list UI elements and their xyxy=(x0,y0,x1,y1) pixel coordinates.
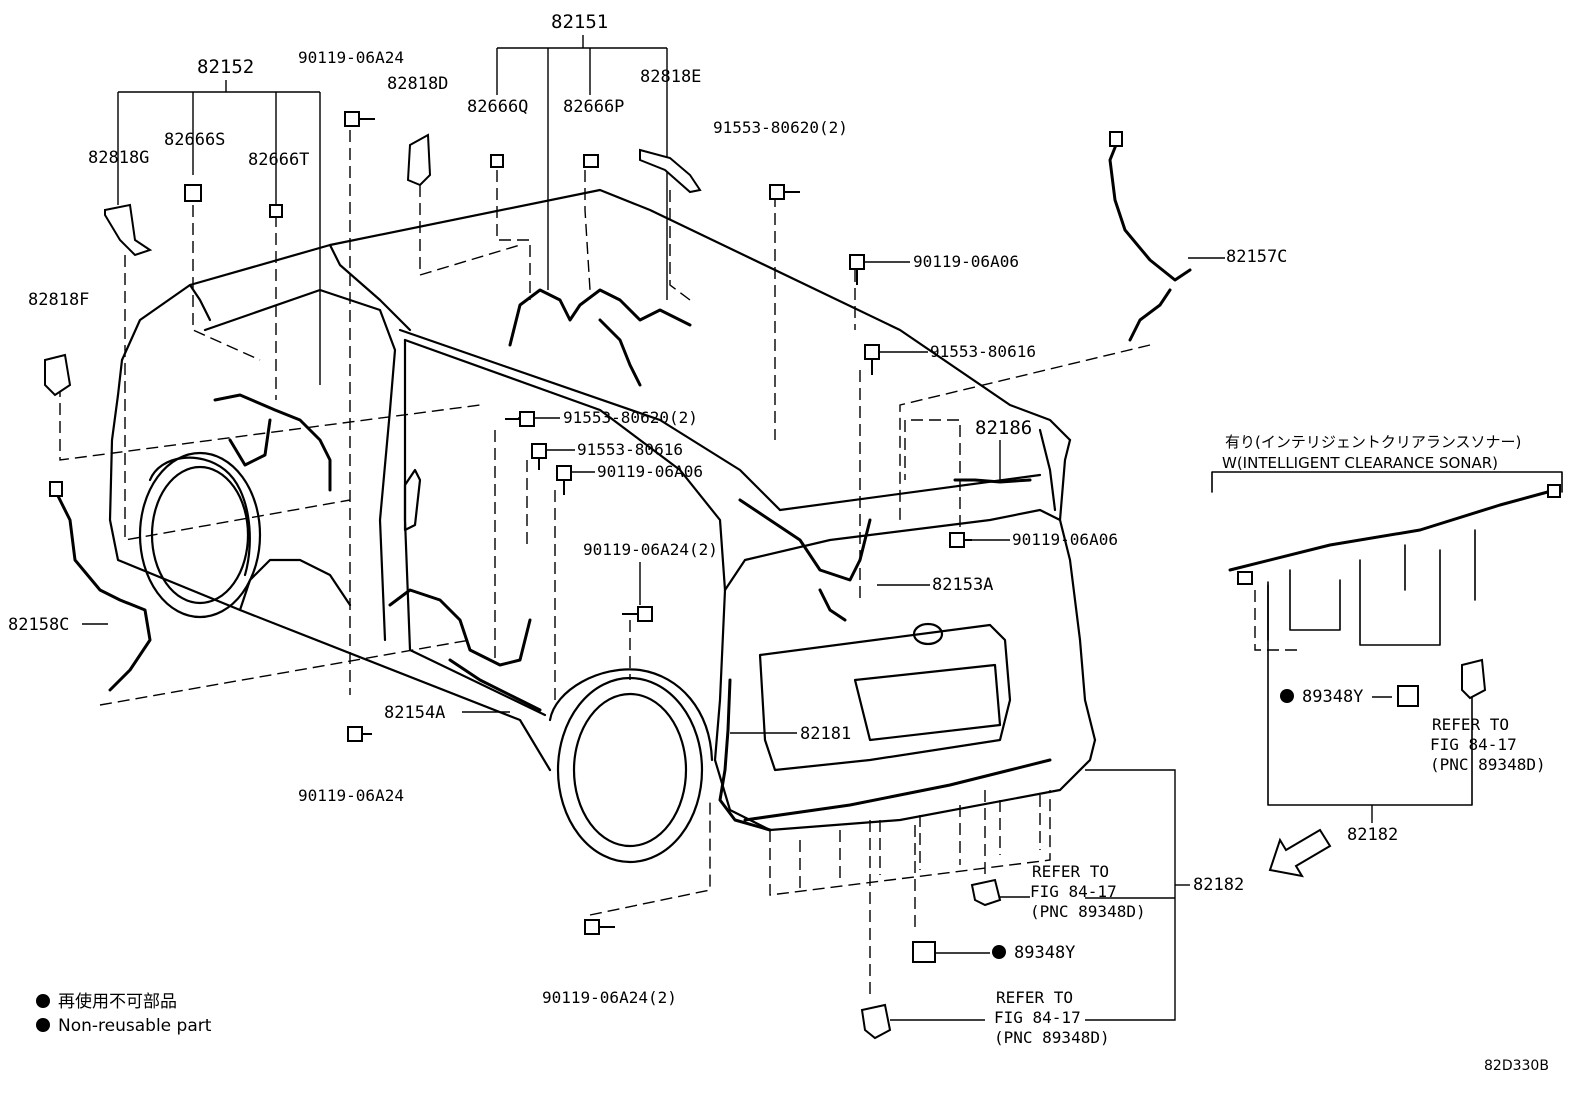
clip-82666T xyxy=(269,204,283,218)
part-82818F-label: 82818F xyxy=(28,290,90,310)
bolt-90119-06A24-mid xyxy=(622,606,653,622)
sensor-89348D-main-lower xyxy=(860,1003,892,1040)
bracket-82818F xyxy=(44,353,72,397)
part-82158C-label: 82158C xyxy=(8,615,70,635)
part-82157C-label: 82157C xyxy=(1226,247,1288,267)
inset-title-jp: 有り(インテリジェントクリアランスソナー) xyxy=(1225,433,1522,451)
part-82818G-label: 82818G xyxy=(88,148,150,168)
non-reusable-dot-icon xyxy=(36,1018,50,1032)
connector-82158C-top xyxy=(49,481,63,497)
bracket-82818E xyxy=(639,148,702,194)
bolt-90119-06A24-bottom xyxy=(347,726,372,742)
inset-box-outline xyxy=(1211,471,1563,806)
bracket-82818G xyxy=(104,203,153,257)
part-82182-inset-label: 82182 xyxy=(1347,825,1399,845)
part-89348Y-main-label: 89348Y xyxy=(992,943,1075,963)
part-89348Y-inset-label: 89348Y xyxy=(1280,687,1363,707)
inset-title-en: W(INTELLIGENT CLEARANCE SONAR) xyxy=(1222,454,1499,472)
refer-note-inset: REFER TO FIG 84-17 (PNC 89348D) xyxy=(1430,715,1546,774)
bolt-90119-06A06-mid-label: 90119-06A06 xyxy=(597,462,703,481)
bolt-91553-80616-right-label: 91553-80616 xyxy=(930,342,1036,361)
bolt-90119-06A24-bottom2-label: 90119-06A24(2) xyxy=(542,988,677,1007)
bracket-82818D xyxy=(406,133,432,187)
part-82151-label: 82151 xyxy=(551,11,609,33)
bolt-90119-06A24-bottom-label: 90119-06A24 xyxy=(298,786,404,805)
bolt-91553-80616-mid-label: 91553-80616 xyxy=(577,440,683,459)
bolt-91553-80616-right xyxy=(864,344,880,375)
connector-inset-right xyxy=(1547,484,1561,498)
bolt-91553-80620-top-label: 91553-80620(2) xyxy=(713,118,848,137)
part-82666T-label: 82666T xyxy=(248,150,310,170)
bolt-90119-06A06-rear-label: 90119-06A06 xyxy=(1012,530,1118,549)
clip-82666S xyxy=(184,184,202,202)
bolt-91553-80616-mid xyxy=(531,443,547,470)
part-82186-label: 82186 xyxy=(975,417,1033,439)
part-82182-main-label: 82182 xyxy=(1193,875,1245,895)
refer-note-main-lower: REFER TO FIG 84-17 (PNC 89348D) xyxy=(994,988,1110,1047)
sensor-89348D-inset xyxy=(1461,658,1487,700)
refer-note-main-upper: REFER TO FIG 84-17 (PNC 89348D) xyxy=(1030,862,1146,921)
legend-jp-row: 再使用不可部品 xyxy=(36,990,211,1014)
figure-code: 82D330B xyxy=(1484,1058,1549,1074)
legend: 再使用不可部品 Non-reusable part xyxy=(36,990,211,1038)
clip-82666Q xyxy=(490,154,504,168)
bolt-90119-06A06-right xyxy=(849,254,865,285)
connector-82157C-top xyxy=(1109,131,1123,147)
direction-arrow xyxy=(1268,828,1332,878)
bolt-90119-06A24-bottom2 xyxy=(584,919,615,935)
bolt-91553-80620-mid xyxy=(505,411,535,427)
part-82666Q-label: 82666Q xyxy=(467,97,529,117)
bolt-90119-06A24-top xyxy=(344,111,375,127)
sensor-89348D-main-upper xyxy=(970,878,1002,907)
bolt-90119-06A06-mid xyxy=(556,465,572,495)
sensor-89348Y-inset xyxy=(1397,685,1419,707)
sensor-89348Y-main xyxy=(912,941,936,963)
part-82153A-label: 82153A xyxy=(932,575,994,595)
bolt-90119-06A06-right-label: 90119-06A06 xyxy=(913,252,1019,271)
bolt-90119-06A24-top-label: 90119-06A24 xyxy=(298,48,404,67)
clip-82666P xyxy=(583,154,599,168)
harness-lines xyxy=(53,133,1557,832)
part-82152-label: 82152 xyxy=(197,56,255,78)
part-82666S-label: 82666S xyxy=(164,130,226,150)
non-reusable-dot-icon xyxy=(36,994,50,1008)
part-82154A-label: 82154A xyxy=(384,703,446,723)
part-82666P-label: 82666P xyxy=(563,97,625,117)
bolt-90119-06A24-mid-label: 90119-06A24(2) xyxy=(583,540,718,559)
legend-en-row: Non-reusable part xyxy=(36,1014,211,1038)
bolt-90119-06A06-rear xyxy=(949,532,972,548)
bolt-91553-80620-mid-label: 91553-80620(2) xyxy=(563,408,698,427)
part-82818D-label: 82818D xyxy=(387,74,449,94)
connector-inset-left xyxy=(1237,571,1253,585)
part-82818E-label: 82818E xyxy=(640,67,702,87)
part-82181-label: 82181 xyxy=(800,724,852,744)
bolt-91553-80620-top xyxy=(769,184,800,200)
